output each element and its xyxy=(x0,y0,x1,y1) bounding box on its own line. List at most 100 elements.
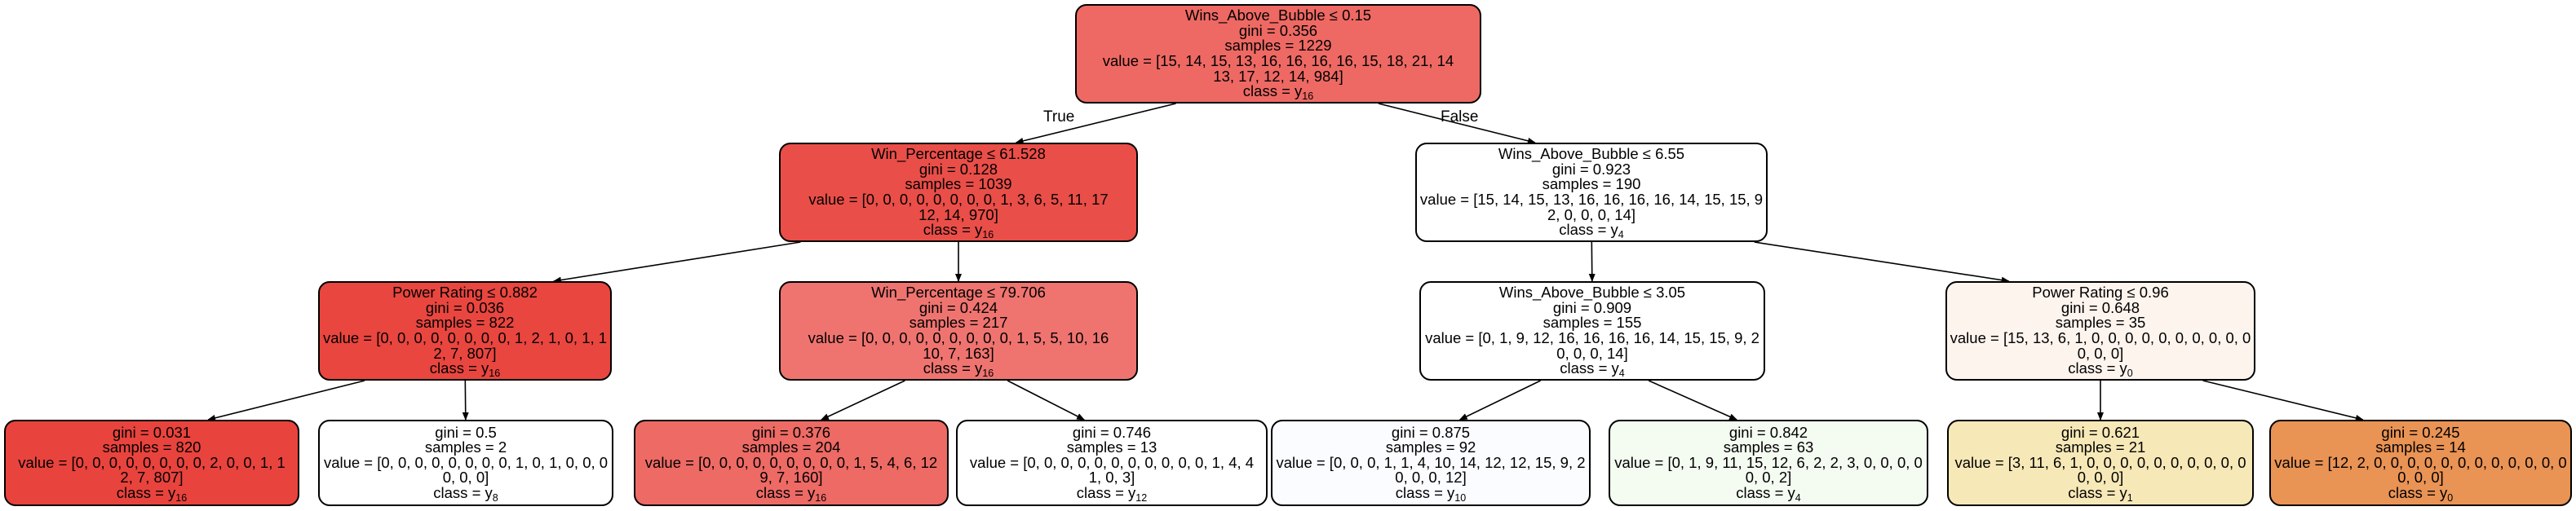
node-class-index: 16 xyxy=(1302,90,1314,103)
node-value-line: 2, 7, 807] xyxy=(120,469,184,487)
node-value-line: value = [0, 0, 0, 0, 0, 0, 0, 0, 1, 0, 1… xyxy=(323,453,609,471)
node-value-line: value = [0, 0, 0, 1, 1, 4, 10, 14, 12, 1… xyxy=(1276,453,1586,471)
edge-n3-n8 xyxy=(462,380,469,421)
node-class: class = y16 xyxy=(923,221,994,240)
node-class: class = y0 xyxy=(2068,360,2133,380)
node-samples: samples = 190 xyxy=(1542,175,1641,193)
node-class-label: class = y xyxy=(2388,483,2448,501)
node-class-index: 4 xyxy=(1795,491,1801,504)
node-class-label: class = y xyxy=(923,221,983,239)
node-samples: samples = 1039 xyxy=(905,175,1012,193)
edge-n0-n1 xyxy=(1015,103,1176,144)
node-class-index: 0 xyxy=(2127,368,2133,380)
node-class-index: 16 xyxy=(815,491,827,504)
node-gini: gini = 0.746 xyxy=(1072,423,1152,441)
node-gini: gini = 0.875 xyxy=(1391,423,1471,441)
edge-n0-n2 xyxy=(1378,103,1536,144)
node-class-index: 12 xyxy=(1135,491,1148,504)
node-gini: gini = 0.923 xyxy=(1551,160,1631,178)
node-value-line: 0, 0, 0] xyxy=(2397,469,2444,487)
node-value-line: value = [0, 1, 9, 11, 15, 12, 6, 2, 2, 3… xyxy=(1614,453,1923,471)
node-gini: gini = 0.842 xyxy=(1728,423,1808,441)
node-class: class = y4 xyxy=(1736,485,1801,504)
node-value-line: 0, 0, 0] xyxy=(2077,469,2124,487)
node-value-line: 2, 0, 0, 0, 14] xyxy=(1547,205,1635,223)
node-class-label: class = y xyxy=(2068,483,2127,501)
node-class-label: class = y xyxy=(429,359,489,377)
node-value-line: 0, 0, 0, 14] xyxy=(1556,344,1628,362)
node-value-line: 13, 17, 12, 14, 984] xyxy=(1213,67,1343,85)
node-value-line: 0, 0, 0] xyxy=(442,469,489,487)
node-value-line: value = [0, 0, 0, 0, 0, 0, 0, 0, 0, 1, 5… xyxy=(644,453,938,471)
node-class: class = y12 xyxy=(1076,483,1148,504)
node-gini: gini = 0.5 xyxy=(435,423,497,441)
node-class-index: 16 xyxy=(175,491,188,504)
node-class-index: 16 xyxy=(982,368,994,380)
node-class-label: class = y xyxy=(923,359,983,377)
tree-edges xyxy=(207,103,2364,421)
node-class-label: class = y xyxy=(1559,221,1618,239)
node-split-condition: Power Rating ≤ 0.96 xyxy=(2032,284,2169,302)
node-class: class = y4 xyxy=(1559,221,1623,240)
edge-n5-n12 xyxy=(1648,380,1738,421)
edge-label-false: False xyxy=(1441,108,1479,126)
edge-n4-n10 xyxy=(1007,380,1086,421)
node-gini: gini = 0.128 xyxy=(918,160,998,178)
node-class-label: class = y xyxy=(1560,359,1619,377)
node-value-line: value = [0, 0, 0, 0, 0, 0, 0, 0, 0, 0, 0… xyxy=(969,453,1255,471)
node-value-line: value = [15, 14, 15, 13, 16, 16, 16, 16,… xyxy=(1102,52,1454,69)
node-class-label: class = y xyxy=(1242,82,1303,100)
node-value-line: value = [0, 0, 0, 0, 0, 0, 0, 0, 0, 1, 5… xyxy=(808,329,1109,346)
node-samples: samples = 217 xyxy=(909,314,1008,332)
node-samples: samples = 21 xyxy=(2055,438,2146,456)
edge-n1-n3 xyxy=(552,241,801,284)
edge-n2-n6 xyxy=(1754,241,2010,284)
node-class-index: 1 xyxy=(2127,491,2133,504)
node-class: class = y4 xyxy=(1560,359,1624,378)
node-value-line: value = [0, 0, 0, 0, 0, 0, 0, 0, 2, 0, 0… xyxy=(18,453,285,471)
node-gini: gini = 0.621 xyxy=(2060,423,2140,441)
node-value-line: 9, 7, 160] xyxy=(759,469,823,487)
node-class-index: 16 xyxy=(489,368,501,380)
node-class: class = y10 xyxy=(1396,485,1466,503)
node-split-condition: Win_Percentage ≤ 61.528 xyxy=(871,145,1046,163)
node-samples: samples = 35 xyxy=(2055,314,2146,332)
node-gini: gini = 0.909 xyxy=(1552,298,1632,316)
node-split-condition: Win_Percentage ≤ 79.706 xyxy=(871,284,1046,302)
node-class-label: class = y xyxy=(1076,483,1136,501)
node-split-condition: Power Rating ≤ 0.882 xyxy=(392,284,538,302)
node-gini: gini = 0.031 xyxy=(112,423,192,441)
node-class-label: class = y xyxy=(116,483,176,501)
node-class: class = y16 xyxy=(923,359,994,380)
node-class: class = y8 xyxy=(433,485,498,504)
node-value-line: 0, 0, 0] xyxy=(2077,344,2124,362)
node-samples: samples = 63 xyxy=(1723,438,1814,456)
edge-n2-n5 xyxy=(1588,241,1596,282)
node-value-line: 2, 7, 807] xyxy=(433,344,497,362)
node-class: class = y16 xyxy=(756,485,827,504)
node-value-line: value = [15, 13, 6, 1, 0, 0, 0, 0, 0, 0,… xyxy=(1950,329,2251,346)
node-split-condition: Wins_Above_Bubble ≤ 3.05 xyxy=(1498,284,1686,302)
node-gini: gini = 0.245 xyxy=(2381,423,2460,441)
node-samples: samples = 820 xyxy=(102,438,201,456)
node-class-index: 8 xyxy=(492,491,498,504)
edge-label-true: True xyxy=(1043,108,1075,126)
node-samples: samples = 13 xyxy=(1066,438,1157,456)
node-class: class = y1 xyxy=(2068,483,2133,504)
node-gini: gini = 0.036 xyxy=(425,298,505,316)
node-class: class = y16 xyxy=(1242,82,1314,103)
